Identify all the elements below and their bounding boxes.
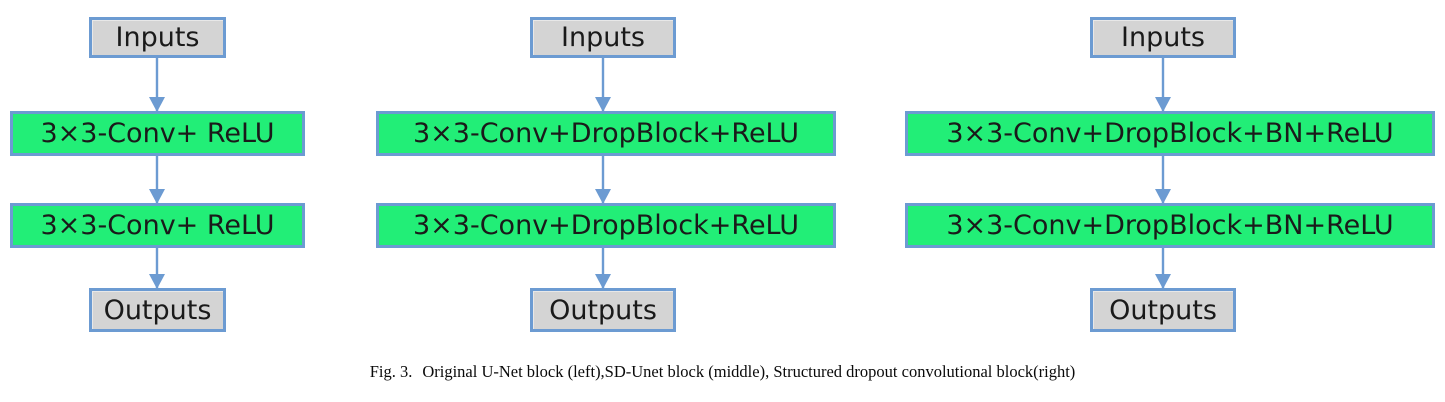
left-conv1-node[interactable]: 3×3-Conv+ ReLU <box>10 111 305 156</box>
figure-caption-text: Original U-Net block (left),SD-Unet bloc… <box>422 362 1076 381</box>
left-output-label: Outputs <box>103 294 212 326</box>
middle-input-label: Inputs <box>561 22 645 53</box>
right-conv1-label: 3×3-Conv+DropBlock+BN+ReLU <box>946 118 1394 149</box>
middle-conv1-node[interactable]: 3×3-Conv+DropBlock+ReLU <box>376 111 836 156</box>
middle-output-label: Outputs <box>549 294 657 326</box>
left-input-label: Inputs <box>115 22 200 53</box>
left-conv2-label: 3×3-Conv+ ReLU <box>40 210 275 241</box>
left-input-node[interactable]: Inputs <box>89 17 226 58</box>
middle-conv2-node[interactable]: 3×3-Conv+DropBlock+ReLU <box>376 203 836 248</box>
left-conv2-node[interactable]: 3×3-Conv+ ReLU <box>10 203 305 248</box>
right-conv2-label: 3×3-Conv+DropBlock+BN+ReLU <box>946 210 1394 241</box>
middle-conv1-label: 3×3-Conv+DropBlock+ReLU <box>412 118 800 149</box>
right-conv1-node[interactable]: 3×3-Conv+DropBlock+BN+ReLU <box>905 111 1435 156</box>
middle-input-node[interactable]: Inputs <box>530 17 676 58</box>
right-input-node[interactable]: Inputs <box>1090 17 1236 58</box>
right-conv2-node[interactable]: 3×3-Conv+DropBlock+BN+ReLU <box>905 203 1435 248</box>
right-input-label: Inputs <box>1121 22 1205 53</box>
figure-caption: Fig. 3. Original U-Net block (left),SD-Un… <box>0 362 1445 382</box>
left-conv1-label: 3×3-Conv+ ReLU <box>40 118 275 149</box>
left-output-node[interactable]: Outputs <box>89 288 226 332</box>
right-output-label: Outputs <box>1109 294 1217 326</box>
middle-output-node[interactable]: Outputs <box>530 288 676 332</box>
right-output-node[interactable]: Outputs <box>1090 288 1236 332</box>
figure-caption-label: Fig. 3. <box>369 362 413 381</box>
middle-conv2-label: 3×3-Conv+DropBlock+ReLU <box>412 210 800 241</box>
